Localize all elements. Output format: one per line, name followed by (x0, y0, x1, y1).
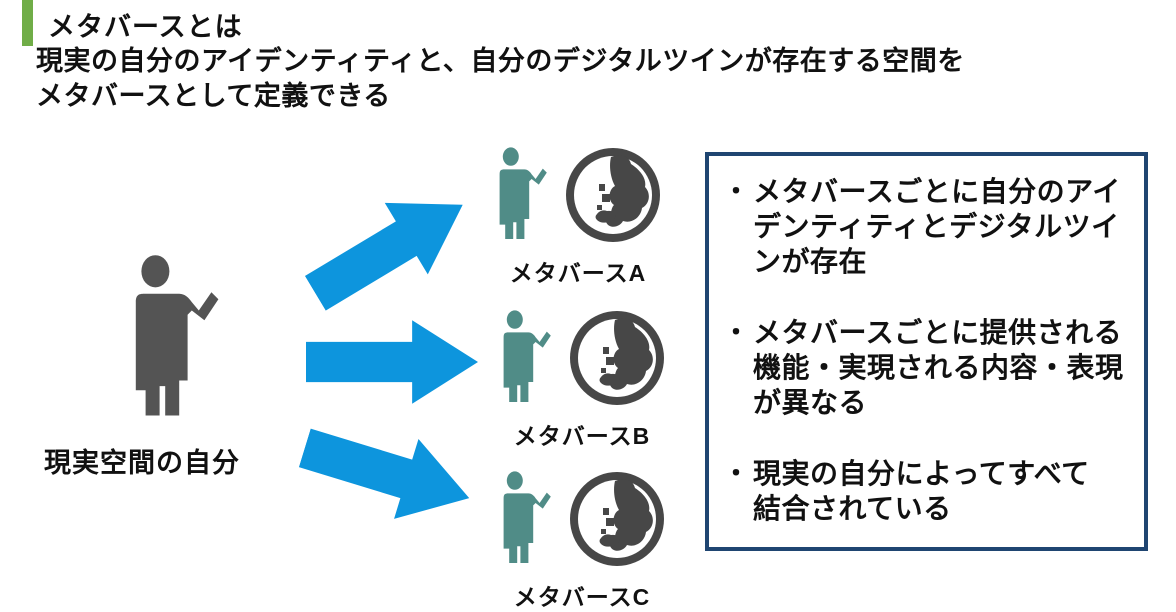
bullet-item-1: ・ メタバースごとに自分のアイ デンティティとデジタルツイ ンが存在 (723, 174, 1134, 279)
bullet-1-line-2: デンティティとデジタルツイ (753, 211, 1120, 242)
globe-icon (563, 145, 663, 245)
bullet-item-2: ・ メタバースごとに提供される 機能・実現される内容・表現 が異なる (723, 315, 1134, 420)
metaverse-c-label: メタバースC (513, 584, 651, 610)
metaverse-c-icons (494, 460, 670, 572)
metaverse-row-c: メタバースC (494, 460, 670, 612)
block-arrow-icon-middle (306, 320, 478, 404)
bullet-2-line-1: メタバースごとに提供される (753, 317, 1123, 348)
bullet-1-line-3: ンが存在 (753, 246, 868, 277)
bullet-text: メタバースごとに自分のアイ デンティティとデジタルツイ ンが存在 (753, 174, 1121, 279)
bullet-2-line-3: が異なる (753, 387, 868, 418)
metaverse-a-icons (490, 136, 666, 248)
bullet-3-line-1: 現実の自分によってすべて (753, 458, 1090, 489)
bullet-marker: ・ (723, 176, 750, 206)
bullet-3-line-2: 結合されている (753, 493, 952, 524)
metaverse-a-label: メタバースA (509, 260, 647, 286)
real-space-person-icon (126, 245, 224, 425)
metaverse-b-icons (494, 299, 670, 411)
title-accent-bar (22, 0, 33, 46)
real-space-self-label: 現実空間の自分 (44, 448, 240, 478)
bullet-text: メタバースごとに提供される 機能・実現される内容・表現 が異なる (753, 315, 1124, 420)
slide-subtitle: 現実の自分のアイデンティティと、自分のデジタルツインが存在する空間を メタバース… (36, 44, 965, 114)
metaverse-b-label: メタバースB (513, 423, 651, 449)
avatar-person-icon (498, 301, 554, 411)
metaverse-row-b: メタバースB (494, 299, 670, 451)
block-arrow-icon-top (294, 169, 485, 330)
avatar-person-icon (498, 462, 554, 572)
bullet-text: 現実の自分によってすべて 結合されている (753, 456, 1090, 526)
bullet-marker: ・ (723, 317, 750, 347)
globe-icon (567, 469, 667, 569)
metaverse-row-a: メタバースA (490, 136, 666, 288)
bullet-2-line-2: 機能・実現される内容・表現 (753, 352, 1124, 383)
page-title: メタバースとは (48, 12, 243, 42)
bullet-marker: ・ (723, 458, 750, 488)
bullet-1-line-1: メタバースごとに自分のアイ (753, 176, 1121, 207)
globe-icon (567, 308, 667, 408)
bullet-item-3: ・ 現実の自分によってすべて 結合されている (723, 456, 1134, 526)
avatar-person-icon (494, 138, 550, 248)
subtitle-line-2: メタバースとして定義できる (36, 81, 391, 111)
block-arrow-icon-bottom (292, 408, 481, 539)
definition-bullet-box: ・ メタバースごとに自分のアイ デンティティとデジタルツイ ンが存在 ・ メタバ… (705, 152, 1148, 551)
subtitle-line-1: 現実の自分のアイデンティティと、自分のデジタルツインが存在する空間を (36, 46, 965, 76)
